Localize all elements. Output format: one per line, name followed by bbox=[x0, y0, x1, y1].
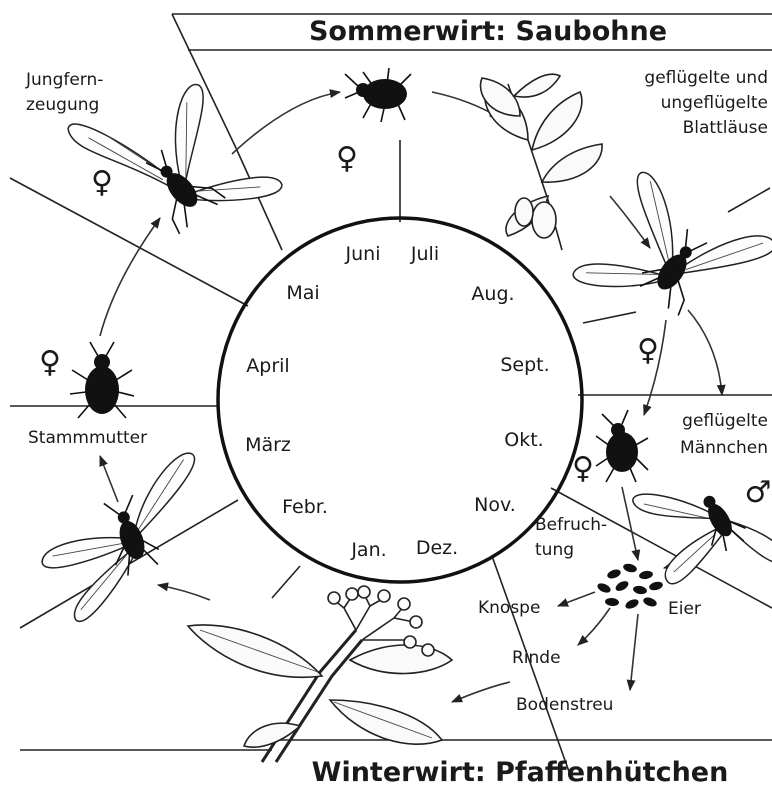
cycle-arrows bbox=[100, 92, 722, 702]
month-label: Dez. bbox=[416, 537, 458, 559]
month-circle bbox=[218, 218, 582, 582]
month-label: Sept. bbox=[500, 354, 549, 376]
female-symbol: ♀ bbox=[39, 345, 61, 380]
winged-aphids-label: ungeflügelte bbox=[661, 93, 768, 113]
female-symbol: ♀ bbox=[336, 141, 358, 176]
month-label: Juni bbox=[345, 243, 381, 265]
female-symbol: ♀ bbox=[572, 451, 594, 486]
winged-aphids-label: geflügelte und bbox=[644, 68, 768, 88]
month-label: Aug. bbox=[471, 283, 514, 305]
sexual-female-aphid-illustration bbox=[596, 410, 648, 482]
eggs-label: Eier bbox=[668, 599, 701, 619]
winged-aphids-label: Blattläuse bbox=[683, 118, 768, 138]
spindle-tree-illustration bbox=[188, 586, 452, 762]
bud-label: Knospe bbox=[478, 598, 540, 618]
male-symbol: ♂ bbox=[745, 475, 772, 510]
month-label: Jan. bbox=[350, 539, 386, 561]
month-label: Mai bbox=[286, 282, 319, 304]
parthenogenesis-label: zeugung bbox=[26, 95, 99, 115]
month-label: Okt. bbox=[504, 429, 543, 451]
leaf-litter-label: Bodenstreu bbox=[516, 695, 613, 715]
fertilization-label: Befruch- bbox=[535, 515, 607, 535]
winter-host-title: Winterwirt: Pfaffenhütchen bbox=[312, 757, 729, 788]
month-label: März bbox=[245, 434, 291, 456]
winged-aphid-illustration bbox=[24, 451, 234, 627]
wingless-aphid-illustration bbox=[345, 68, 411, 122]
month-label: Febr. bbox=[282, 496, 328, 518]
winged-males-label: Männchen bbox=[680, 438, 768, 458]
eggs-cluster bbox=[596, 562, 664, 610]
month-label: April bbox=[246, 355, 289, 377]
female-symbol: ♀ bbox=[91, 165, 113, 200]
bean-plant-illustration bbox=[481, 74, 603, 250]
female-symbol: ♀ bbox=[637, 333, 659, 368]
month-labels: Juni Juli Aug. Sept. Okt. Nov. Dez. Jan.… bbox=[245, 243, 550, 561]
fertilization-label: tung bbox=[535, 540, 574, 560]
winged-males-label: geflügelte bbox=[682, 411, 768, 431]
stem-mother-label: Stammmutter bbox=[28, 428, 147, 448]
winged-aphid-illustration bbox=[569, 156, 772, 362]
parthenogenesis-label: Jungfern- bbox=[25, 70, 103, 90]
summer-host-title: Sommerwirt: Saubohne bbox=[309, 16, 667, 47]
month-label: Juli bbox=[410, 243, 439, 265]
bark-label: Rinde bbox=[512, 648, 561, 668]
month-label: Nov. bbox=[474, 494, 516, 516]
